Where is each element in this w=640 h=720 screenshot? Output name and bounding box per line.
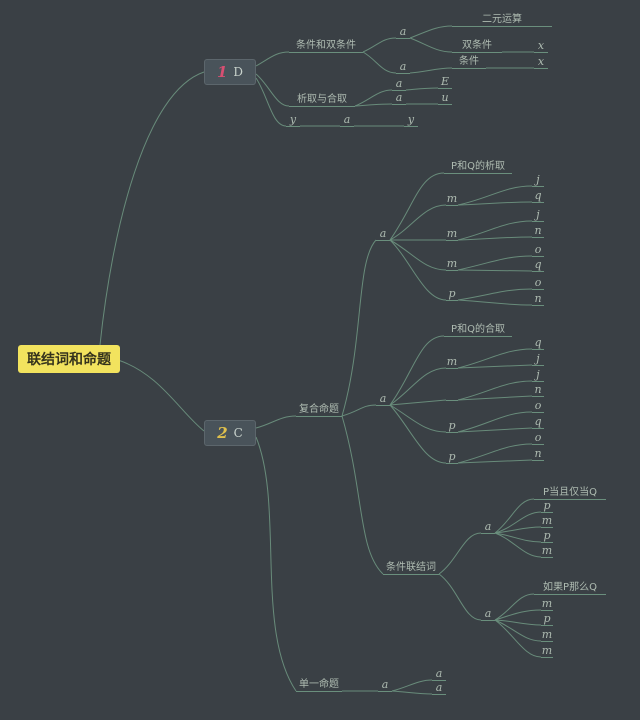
leaf-letter[interactable]: p <box>541 499 553 513</box>
leaf-letter[interactable]: n <box>532 292 544 306</box>
leaf-letter[interactable]: o <box>532 276 544 290</box>
leaf-letter[interactable]: q <box>532 258 544 272</box>
node-letter-a[interactable]: a <box>376 227 390 241</box>
leaf-letter[interactable]: m <box>541 544 553 558</box>
leaf-letter[interactable]: m <box>541 514 553 528</box>
node-letter-a[interactable]: a <box>340 113 354 127</box>
leaf-letter[interactable]: q <box>532 336 544 350</box>
node-cond-bicond[interactable]: 条件和双条件 <box>289 39 363 53</box>
root-node[interactable]: 联结词和命题 <box>18 345 120 373</box>
leaf-letter[interactable]: o <box>532 243 544 257</box>
node-letter-p[interactable]: p <box>446 419 458 433</box>
branch-node-1-number: 1 <box>216 63 228 81</box>
leaf-letter[interactable]: q <box>532 415 544 429</box>
leaf-letter[interactable]: j <box>532 368 544 382</box>
leaf-letter[interactable]: o <box>532 399 544 413</box>
leaf-letter[interactable]: p <box>541 529 553 543</box>
leaf-letter[interactable]: a <box>432 667 446 681</box>
node-cond[interactable]: 条件 <box>452 55 486 69</box>
node-letter-a[interactable]: a <box>396 25 410 39</box>
leaf-letter[interactable]: m <box>541 597 553 611</box>
node-cond-connectives[interactable]: 条件联结词 <box>383 561 439 575</box>
node-compound[interactable]: 复合命题 <box>296 403 342 417</box>
leaf-letter[interactable]: n <box>532 447 544 461</box>
node-letter-m[interactable]: m <box>446 227 458 241</box>
node-letter-a[interactable]: a <box>392 77 406 91</box>
leaf-letter[interactable]: m <box>541 644 553 658</box>
leaf-letter[interactable]: n <box>532 383 544 397</box>
branch-node-1[interactable]: 1 D <box>204 59 256 85</box>
leaf-letter[interactable]: o <box>532 431 544 445</box>
node-disj-conj[interactable]: 析取与合取 <box>289 93 355 107</box>
node-letter-a[interactable]: a <box>396 60 410 74</box>
node-binary-op[interactable]: 二元运算 <box>452 13 552 27</box>
node-letter-p[interactable] <box>446 387 458 401</box>
node-letter-a[interactable]: a <box>481 607 495 621</box>
leaf-letter[interactable]: y <box>404 113 418 127</box>
node-group2-title[interactable]: P和Q的合取 <box>444 323 512 337</box>
leaf-letter[interactable]: E <box>438 75 452 89</box>
node-letter-a[interactable]: a <box>376 392 390 406</box>
branch-node-2-number: 2 <box>217 424 228 442</box>
node-letter-m[interactable]: m <box>446 257 458 271</box>
leaf-letter[interactable]: p <box>541 612 553 626</box>
leaf-letter[interactable]: n <box>532 224 544 238</box>
node-bicond[interactable]: 双条件 <box>452 39 502 53</box>
leaf-letter[interactable]: a <box>432 681 446 695</box>
node-letter-p[interactable]: p <box>446 287 458 301</box>
node-letter-p[interactable]: p <box>446 450 458 464</box>
node-group1-title[interactable]: P和Q的析取 <box>444 160 512 174</box>
node-single[interactable]: 单一命题 <box>296 678 342 692</box>
leaf-letter[interactable]: j <box>532 352 544 366</box>
node-letter-a[interactable]: a <box>481 520 495 534</box>
leaf-letter[interactable]: m <box>541 628 553 642</box>
branch-node-1-letter: D <box>233 65 244 79</box>
node-letter-m[interactable]: m <box>446 355 458 369</box>
node-letter-m[interactable]: m <box>446 192 458 206</box>
node-group4-title[interactable]: 如果P那么Q <box>534 581 606 595</box>
leaf-letter[interactable]: x <box>534 39 548 53</box>
leaf-letter[interactable]: q <box>532 189 544 203</box>
leaf-letter[interactable]: j <box>532 173 544 187</box>
node-group3-title[interactable]: P当且仅当Q <box>534 486 606 500</box>
node-letter-a[interactable]: a <box>392 91 406 105</box>
node-letter-a[interactable]: a <box>378 678 392 692</box>
branch-node-2[interactable]: 2 C <box>204 420 256 446</box>
leaf-letter[interactable]: u <box>438 91 452 105</box>
branch-node-2-letter: C <box>233 426 243 440</box>
leaf-letter[interactable]: j <box>532 208 544 222</box>
leaf-letter[interactable]: x <box>534 55 548 69</box>
node-letter-y[interactable]: y <box>286 113 300 127</box>
